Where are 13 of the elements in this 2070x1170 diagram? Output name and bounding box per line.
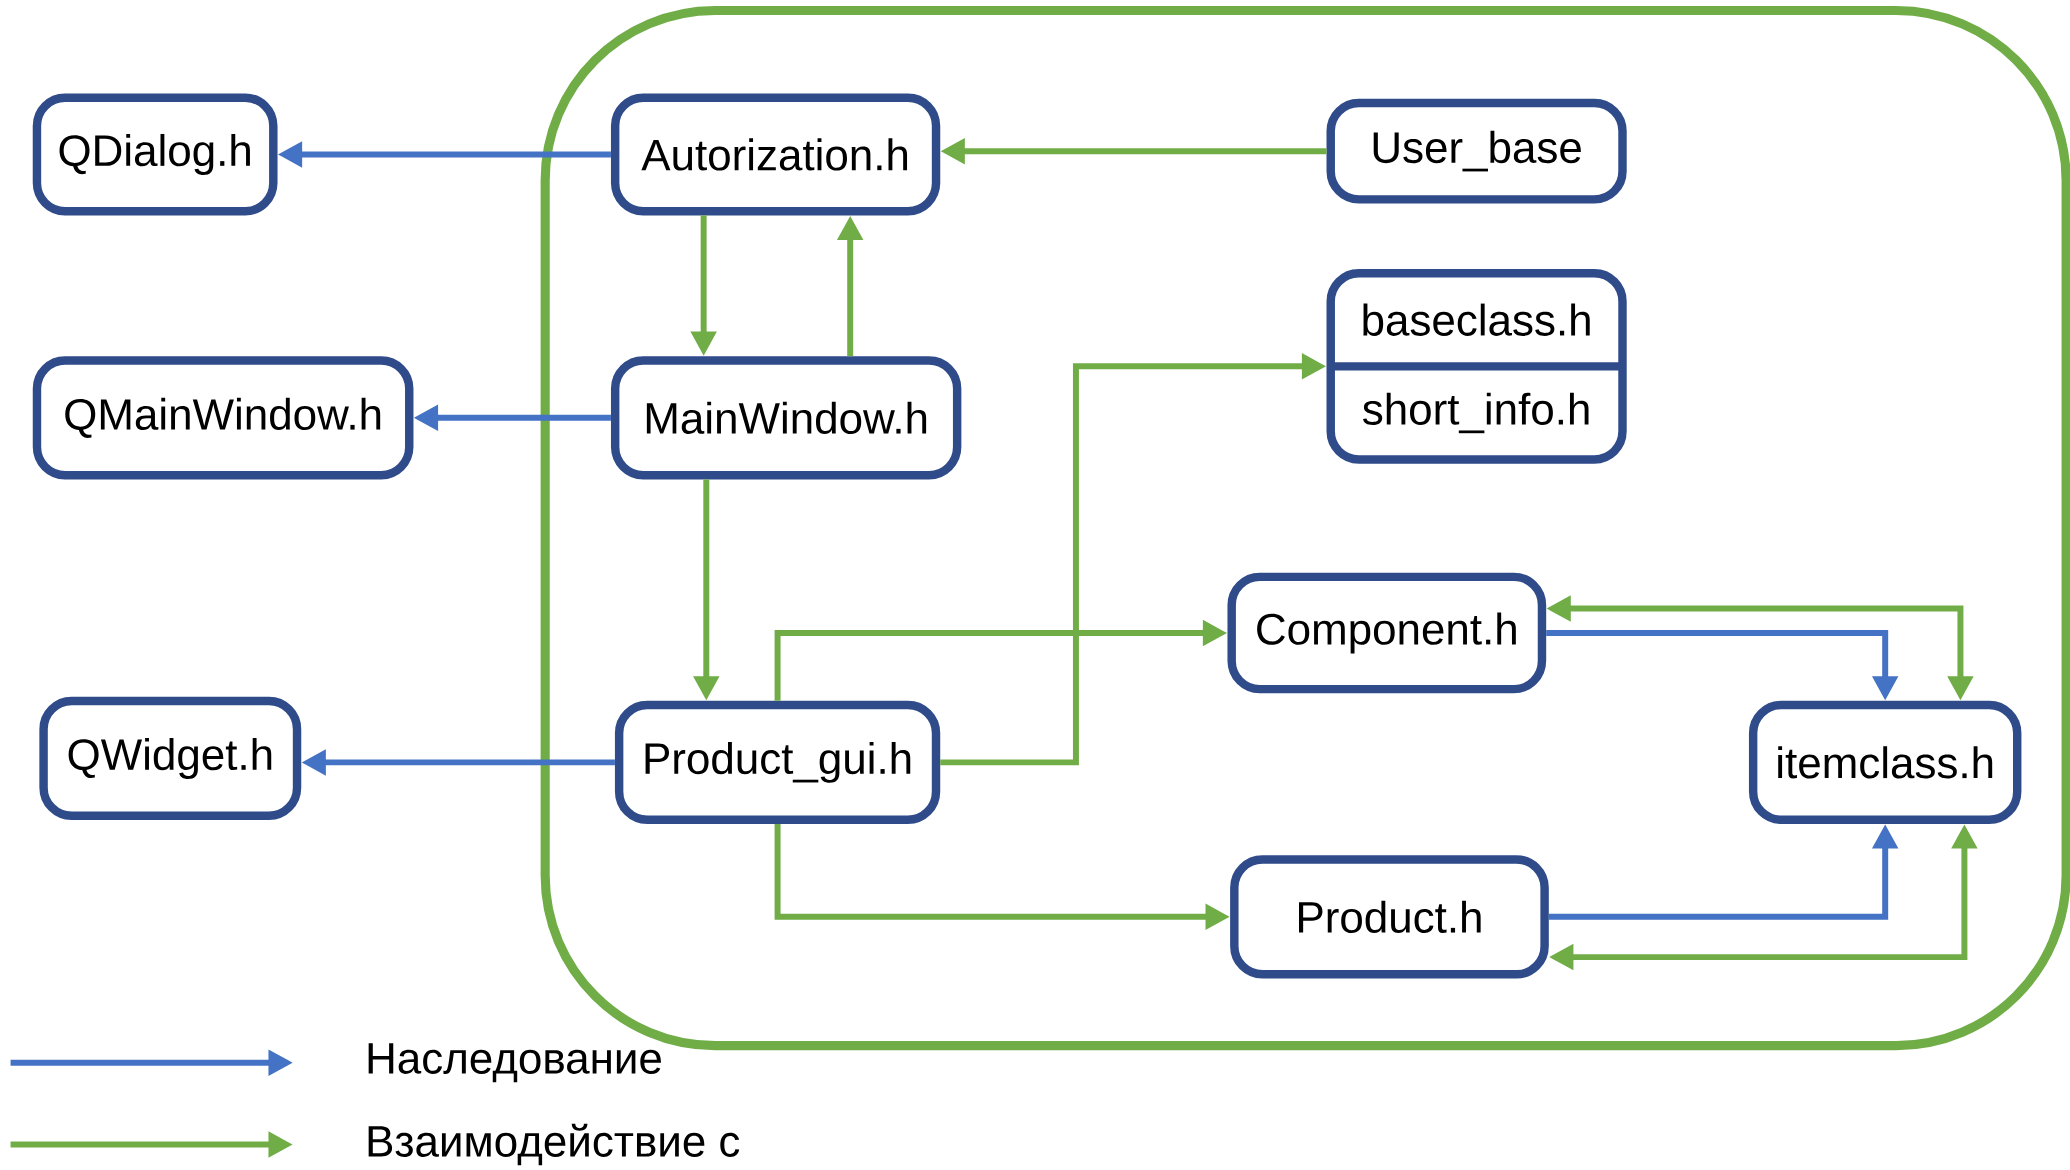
- class-box: Product.h: [1230, 855, 1549, 979]
- class-box: QWidget.h: [39, 696, 302, 821]
- class-box: Autorization.h: [610, 93, 941, 216]
- legend-label: Взаимодействие с: [368, 1124, 740, 1166]
- class-box: QMainWindow.h: [32, 356, 414, 480]
- class-box: Product_gui.h: [614, 700, 941, 825]
- class-box: QDialog.h: [32, 93, 278, 216]
- class-box: baseclass.h short_info.h: [1326, 269, 1627, 464]
- class-box: itemclass.h: [1748, 700, 2022, 825]
- class-box: Component.h: [1227, 572, 1547, 694]
- class-box: User_base: [1326, 98, 1627, 204]
- class-box: MainWindow.h: [610, 356, 962, 480]
- legend-label: Наследование: [368, 1043, 661, 1083]
